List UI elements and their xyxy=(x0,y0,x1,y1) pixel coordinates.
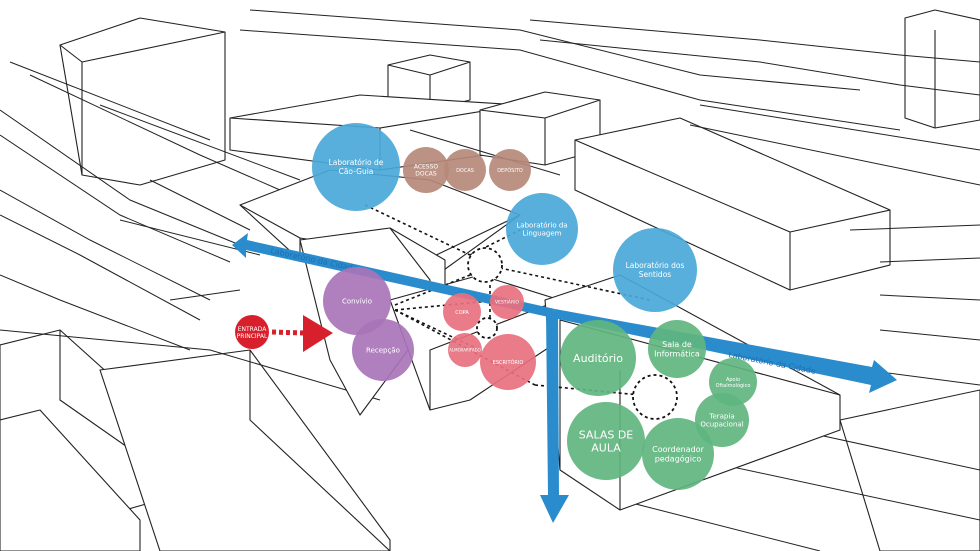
entrance-badge xyxy=(235,315,269,349)
bubble-label-deposito: DEPÓSITO xyxy=(497,167,523,174)
bubble-label-acesso-docas: DOCAS xyxy=(415,171,437,178)
bubble-terapia-ocupacional xyxy=(695,393,749,447)
bubble-label-sala-informatica: Informática xyxy=(654,350,700,359)
bubble-salas-de-aula xyxy=(567,402,645,480)
bubble-sala-informatica xyxy=(648,320,706,378)
bubble-label-acesso-docas: ACESSO xyxy=(414,164,439,171)
bubble-label-sala-informatica: Sala de xyxy=(662,340,692,349)
bubble-label-lab-sentidos: Sentidos xyxy=(639,270,672,279)
bubble-label-salas-de-aula: AULA xyxy=(591,441,621,454)
entrance-line1: ENTRADA xyxy=(238,326,267,333)
arrow-east xyxy=(553,309,897,393)
bubble-label-lab-cao-guia: Laboratório de xyxy=(329,158,384,167)
bubble-acesso-docas xyxy=(403,147,449,193)
bubble-label-almoxarifado: ALMOXARIFADO xyxy=(449,347,481,352)
bubble-label-recepcao: Recepção xyxy=(366,346,400,354)
bubble-copa xyxy=(443,293,481,331)
bubble-label-auditorio: Auditório xyxy=(573,352,623,365)
arrow-south xyxy=(540,312,569,523)
bubble-label-coordenador-pedagogico: Coordenador xyxy=(652,445,704,454)
arrow-west xyxy=(232,233,555,318)
bubble-almoxarifado xyxy=(448,333,482,367)
bubble-convivio xyxy=(323,267,391,335)
bubble-label-docas: DOCAS xyxy=(456,168,474,174)
bubble-vestiario xyxy=(490,285,524,319)
bubble-label-apoio-oftalmologico: Apoio xyxy=(726,377,740,383)
bubble-label-vestiario: VESTIÁRIO xyxy=(495,299,519,306)
bubble-docas xyxy=(444,149,486,191)
bubble-coordenador-pedagogico xyxy=(642,418,714,490)
bubble-lab-sentidos xyxy=(613,228,697,312)
bubble-label-lab-linguagem: Laboratório da xyxy=(516,221,567,229)
bubble-label-apoio-oftalmologico: Oftalmológico xyxy=(716,382,751,389)
bubble-label-salas-de-aula: SALAS DE xyxy=(579,428,634,441)
bubble-label-escritorio: ESCRITÓRIO xyxy=(493,359,524,366)
bubble-label-copa: COPA xyxy=(455,310,469,316)
bubble-auditorio xyxy=(560,320,636,396)
street-lines xyxy=(0,9,980,551)
bubble-recepcao xyxy=(352,319,414,381)
bubble-label-terapia-ocupacional: Terapia xyxy=(708,412,734,420)
bubble-label-convivio: Convívio xyxy=(342,297,372,305)
hub-circles xyxy=(467,247,678,420)
main-entrance: ENTRADA PRINCIPAL xyxy=(235,315,333,352)
bubble-label-lab-linguagem: Linguagem xyxy=(522,230,561,238)
bubble-label-coordenador-pedagogico: pedagógico xyxy=(655,454,702,464)
bubble-lab-cao-guia xyxy=(312,123,400,211)
bubble-escritorio xyxy=(480,334,536,390)
bubble-label-lab-cao-guia: Cão-Guia xyxy=(339,167,374,176)
bubble-label-lab-sentidos: Laboratório dos xyxy=(626,261,685,270)
context-buildings xyxy=(0,9,980,551)
entrance-line2: PRINCIPAL xyxy=(237,333,268,340)
bubble-lab-linguagem xyxy=(506,193,578,265)
bubble-deposito xyxy=(489,149,531,191)
entrance-arrow xyxy=(303,315,333,352)
bubble-label-terapia-ocupacional: Ocupacional xyxy=(700,421,743,429)
